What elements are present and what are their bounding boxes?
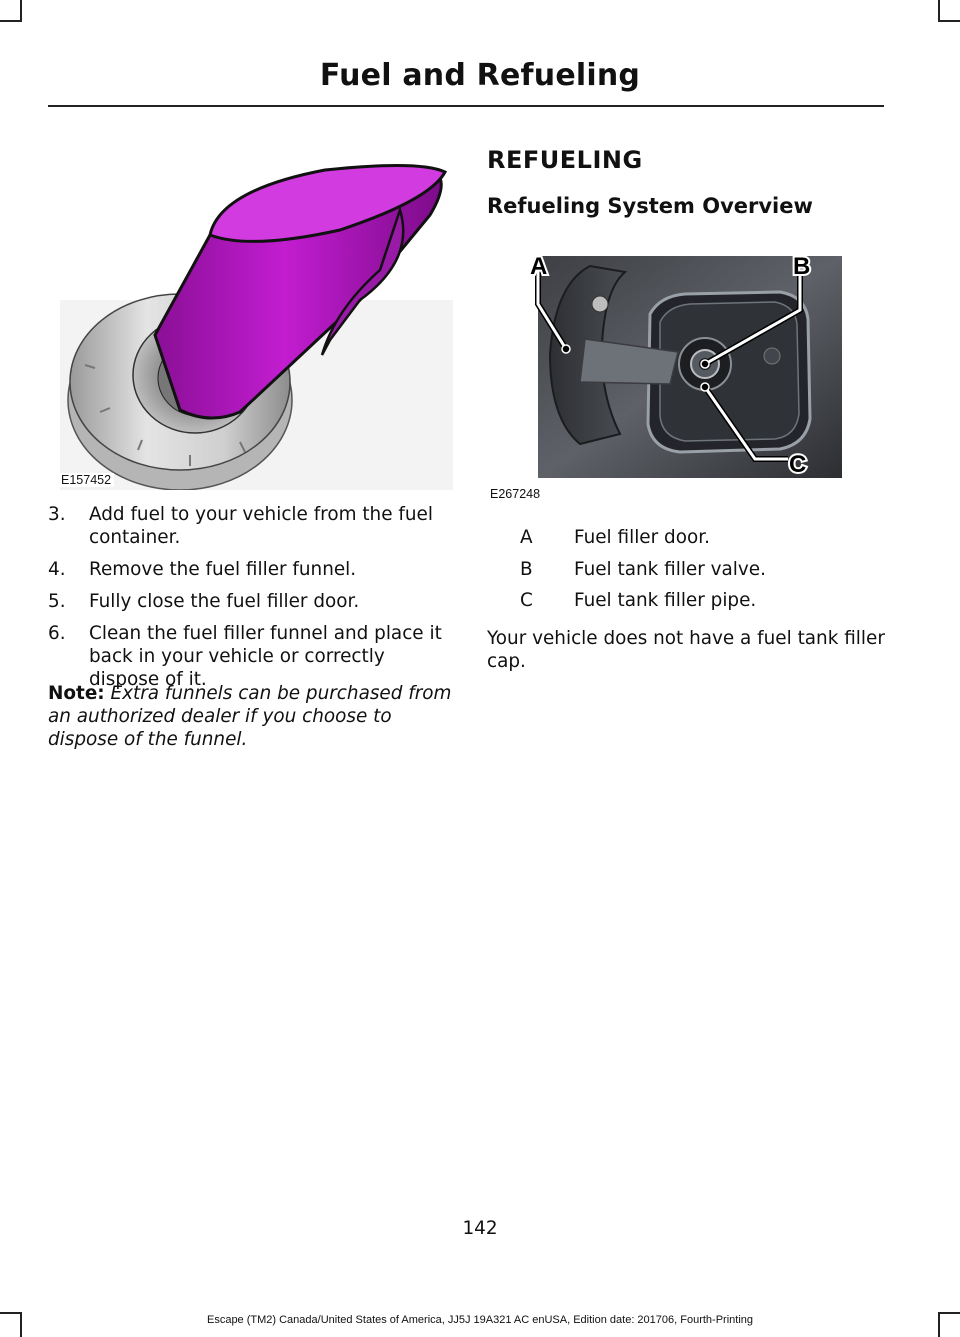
instruction-steps: 3. Add fuel to your vehicle from the fuel… <box>48 503 452 700</box>
refueling-system-illustration: A B C <box>528 251 842 480</box>
body-paragraph: Your vehicle does not have a fuel tank f… <box>487 628 885 672</box>
legend-key: A <box>520 527 533 548</box>
page-number: 142 <box>462 1218 498 1239</box>
list-item: 3. Add fuel to your vehicle from the fuel… <box>48 503 452 549</box>
note: Note: Extra funnels can be purchased fro… <box>48 682 456 751</box>
callout-letter: A <box>530 253 547 280</box>
crop-mark <box>938 1312 960 1314</box>
figure-legend: A Fuel filler door. B Fuel tank filler val… <box>487 526 887 621</box>
legend-text: Fuel tank filler pipe. <box>574 590 757 611</box>
list-item: 5. Fully close the fuel filler door. <box>48 590 452 613</box>
legend-row: C Fuel tank filler pipe. <box>487 589 887 612</box>
figure-code: E157452 <box>58 473 115 487</box>
legend-row: B Fuel tank filler valve. <box>487 558 887 581</box>
page-title: Fuel and Refueling <box>319 58 641 93</box>
step-text: Clean the fuel filler funnel and place i… <box>89 623 442 690</box>
step-text: Remove the fuel filler funnel. <box>89 559 357 580</box>
crop-mark <box>20 1312 22 1337</box>
section-heading: REFUELING <box>487 146 643 174</box>
legend-row: A Fuel filler door. <box>487 526 887 549</box>
legend-key: B <box>520 558 533 580</box>
crop-mark <box>938 0 940 22</box>
note-text: Extra funnels can be purchased from an a… <box>48 683 452 750</box>
step-number: 6. <box>48 623 66 644</box>
step-number: 3. <box>48 504 66 525</box>
callout-letter: B <box>793 253 810 280</box>
step-text: Add fuel to your vehicle from the fuel c… <box>89 504 433 548</box>
crop-mark <box>0 20 22 22</box>
list-item: 6. Clean the fuel filler funnel and place… <box>48 622 452 691</box>
subsection-heading: Refueling System Overview <box>487 194 813 218</box>
page-footer: Escape (TM2) Canada/United States of Ame… <box>206 1314 754 1326</box>
crop-mark <box>20 0 22 22</box>
step-number: 5. <box>48 591 66 612</box>
callout-letter: C <box>789 451 806 478</box>
header-divider <box>48 105 884 107</box>
fuel-funnel-illustration <box>60 163 453 491</box>
crop-mark <box>938 20 960 22</box>
step-number: 4. <box>48 559 66 580</box>
step-text: Fully close the fuel filler door. <box>89 591 360 612</box>
funnel-figure <box>60 150 453 491</box>
crop-mark <box>0 1312 22 1314</box>
list-item: 4. Remove the fuel filler funnel. <box>48 558 452 581</box>
legend-text: Fuel tank filler valve. <box>574 558 766 580</box>
crop-mark <box>938 1312 940 1337</box>
note-label: Note: <box>48 683 105 704</box>
figure-code: E267248 <box>487 487 544 501</box>
legend-text: Fuel filler door. <box>574 527 710 548</box>
legend-key: C <box>520 590 533 611</box>
refueling-overview-figure: A B C <box>510 244 850 484</box>
